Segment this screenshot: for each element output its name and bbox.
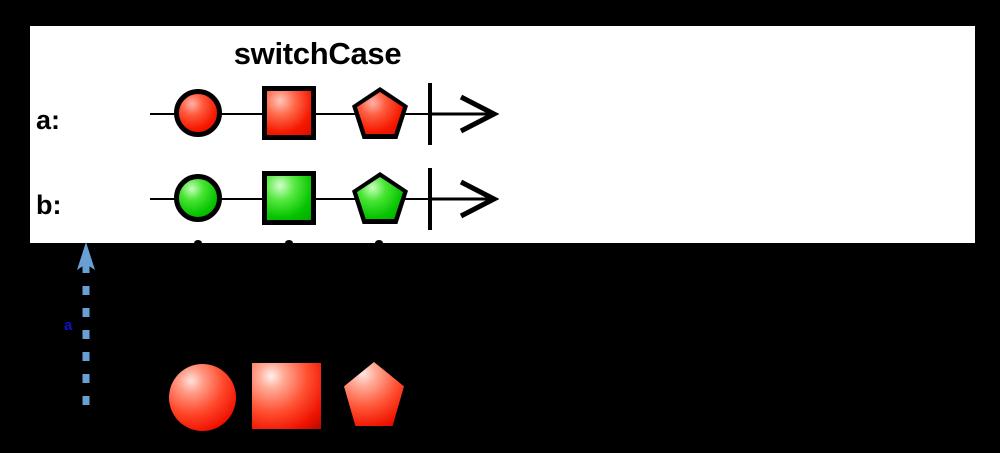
clipped-row-marker (375, 240, 383, 243)
detail-shape-pentagon[interactable] (344, 362, 404, 426)
shape-square-green[interactable] (262, 171, 316, 225)
page-title: switchCase (233, 36, 402, 71)
row-label-a: a: (36, 105, 61, 135)
clipped-row-marker (285, 240, 293, 243)
shape-pentagon-red[interactable] (352, 87, 408, 139)
bar-arrow-icon (428, 168, 500, 230)
shape-pentagon-green[interactable] (352, 172, 408, 224)
callout-label: a (64, 317, 73, 334)
detail-shape-square[interactable] (252, 363, 321, 429)
detail-shape-circle[interactable] (169, 364, 236, 431)
diagram-panel: switchCase a: b: (30, 26, 975, 243)
bar-arrow-icon (428, 83, 500, 145)
shape-square-red[interactable] (262, 86, 316, 140)
clipped-row-marker (194, 240, 202, 243)
row-label-b: b: (36, 190, 62, 220)
shape-circle-green[interactable] (174, 174, 222, 222)
callout-arrow: a (64, 240, 112, 410)
arrowhead-icon (77, 242, 95, 270)
shape-circle-red[interactable] (174, 89, 222, 137)
